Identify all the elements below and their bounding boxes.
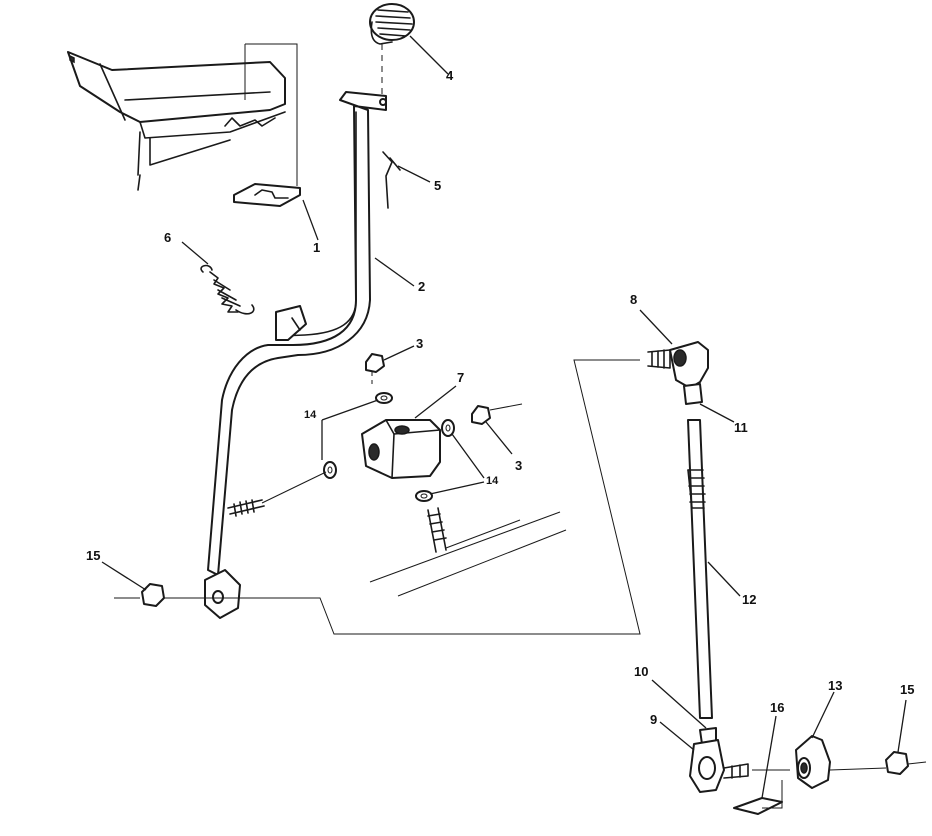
washer-part-14-right (441, 419, 455, 437)
pedal-lever-part-2 (204, 91, 387, 619)
callout-14-right: 14 (486, 475, 499, 487)
rod-end-part-9 (689, 739, 749, 793)
nut-part-3-right (471, 405, 491, 425)
callout-15-left: 15 (86, 548, 100, 563)
knob-part-4 (369, 3, 415, 45)
callout-16: 16 (770, 700, 784, 715)
bolt-lower (427, 507, 447, 553)
nut-part-15-left (141, 583, 165, 607)
callout-7: 7 (457, 370, 464, 385)
pin-part-5 (382, 151, 401, 209)
callout-15-right: 15 (900, 682, 914, 697)
nut-part-15-right (885, 751, 909, 775)
callout-9: 9 (650, 712, 657, 727)
callout-8: 8 (630, 292, 637, 307)
spring-part-6 (200, 264, 255, 315)
rod-end-part-8 (647, 341, 709, 405)
callout-4: 4 (446, 68, 454, 83)
bracket-part-13 (795, 735, 831, 789)
pedal-bracket-assembly (67, 51, 286, 191)
callout-12: 12 (742, 592, 756, 607)
callout-1: 1 (313, 240, 320, 255)
washer-part-14-left (323, 461, 337, 479)
washer-part-14-upper (375, 392, 393, 404)
callout-10: 10 (634, 664, 648, 679)
washer-part-14-lower (415, 490, 433, 502)
callout-11: 11 (734, 420, 748, 435)
callout-2: 2 (418, 279, 425, 294)
nut-part-3-upper (365, 353, 385, 373)
plate-part-16 (733, 797, 783, 815)
shaft-part-12 (687, 419, 713, 719)
callout-6: 6 (164, 230, 171, 245)
callout-14-left: 14 (304, 409, 317, 421)
callout-3-right: 3 (515, 458, 522, 473)
callout-13: 13 (828, 678, 842, 693)
pivot-block-part-7 (361, 419, 441, 479)
callout-5: 5 (434, 178, 441, 193)
callout-3-upper: 3 (416, 336, 423, 351)
shim-plate-part-1 (233, 183, 301, 207)
bolt-left (227, 499, 265, 517)
